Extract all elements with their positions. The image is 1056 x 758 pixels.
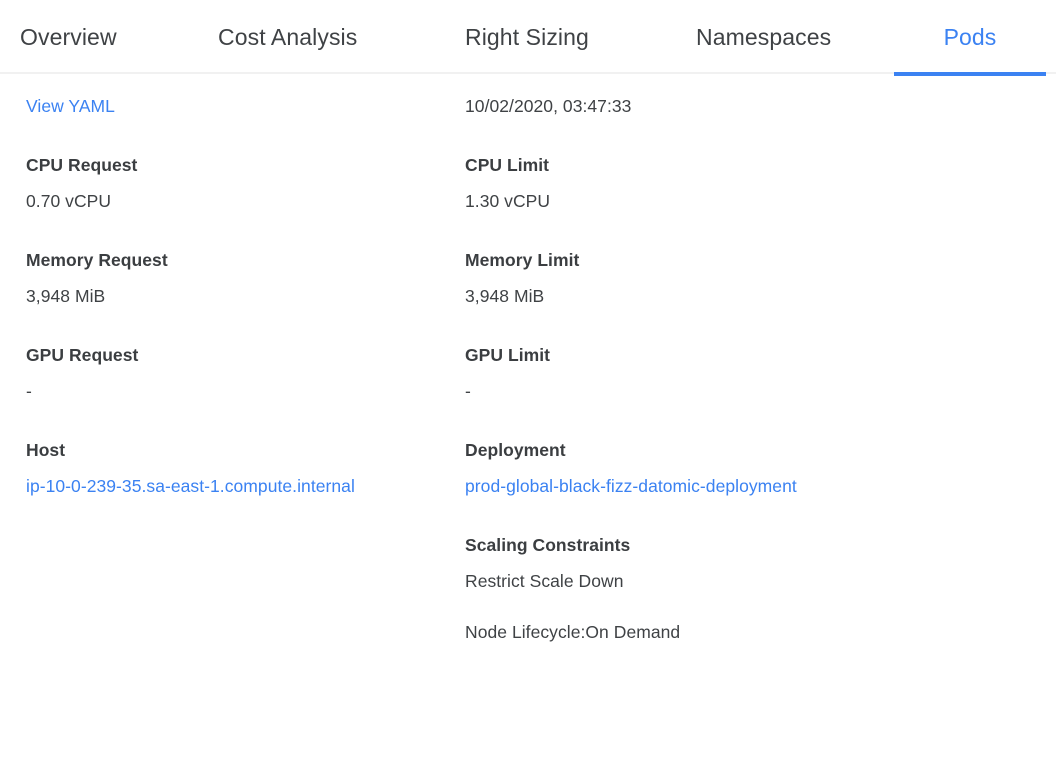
tab-namespaces[interactable]: Namespaces [696, 0, 831, 74]
field-memory-limit: Memory Limit 3,948 MiB [465, 248, 865, 309]
field-memory-request: Memory Request 3,948 MiB [26, 248, 426, 309]
tab-overview[interactable]: Overview [20, 0, 117, 74]
tab-cost-analysis[interactable]: Cost Analysis [218, 0, 357, 74]
scaling-constraint-item: Node Lifecycle:On Demand [465, 622, 681, 642]
field-label-memory-request: Memory Request [26, 250, 168, 270]
field-host: Host ip-10-0-239-35.sa-east-1.compute.in… [26, 438, 426, 499]
field-value-memory-limit: 3,948 MiB [465, 286, 545, 306]
field-label-cpu-limit: CPU Limit [465, 155, 550, 175]
scaling-constraint-item: Restrict Scale Down [465, 571, 624, 591]
field-label-gpu-limit: GPU Limit [465, 345, 551, 365]
field-value-cpu-limit: 1.30 vCPU [465, 191, 551, 211]
details-column-right: 10/02/2020, 03:47:33 CPU Limit 1.30 vCPU… [465, 74, 865, 679]
field-cpu-request: CPU Request 0.70 vCPU [26, 153, 426, 214]
field-value-deployment-link[interactable]: prod-global-black-fizz-datomic-deploymen… [465, 476, 797, 496]
view-yaml-link[interactable]: View YAML [26, 96, 115, 116]
field-label-host: Host [26, 440, 66, 460]
tab-right-sizing[interactable]: Right Sizing [465, 0, 589, 74]
field-scaling-constraints: Scaling Constraints Restrict Scale Down … [465, 533, 865, 645]
tab-pods[interactable]: Pods [894, 0, 1046, 76]
field-gpu-request: GPU Request - [26, 343, 426, 404]
field-gpu-limit: GPU Limit - [465, 343, 865, 404]
field-value-host-link[interactable]: ip-10-0-239-35.sa-east-1.compute.interna… [26, 476, 355, 496]
field-deployment: Deployment prod-global-black-fizz-datomi… [465, 438, 865, 499]
field-cpu-limit: CPU Limit 1.30 vCPU [465, 153, 865, 214]
tab-bar: Overview Cost Analysis Right Sizing Name… [0, 0, 1056, 76]
field-label-gpu-request: GPU Request [26, 345, 139, 365]
field-label-deployment: Deployment [465, 440, 566, 460]
field-label-cpu-request: CPU Request [26, 155, 138, 175]
field-value-cpu-request: 0.70 vCPU [26, 191, 112, 211]
field-label-memory-limit: Memory Limit [465, 250, 580, 270]
field-value-memory-request: 3,948 MiB [26, 286, 106, 306]
details-column-left: View YAML CPU Request 0.70 vCPU Memory R… [26, 74, 426, 533]
pod-timestamp: 10/02/2020, 03:47:33 [465, 96, 632, 116]
field-value-gpu-limit: - [465, 381, 471, 401]
field-label-scaling-constraints: Scaling Constraints [465, 535, 631, 555]
field-value-gpu-request: - [26, 381, 32, 401]
